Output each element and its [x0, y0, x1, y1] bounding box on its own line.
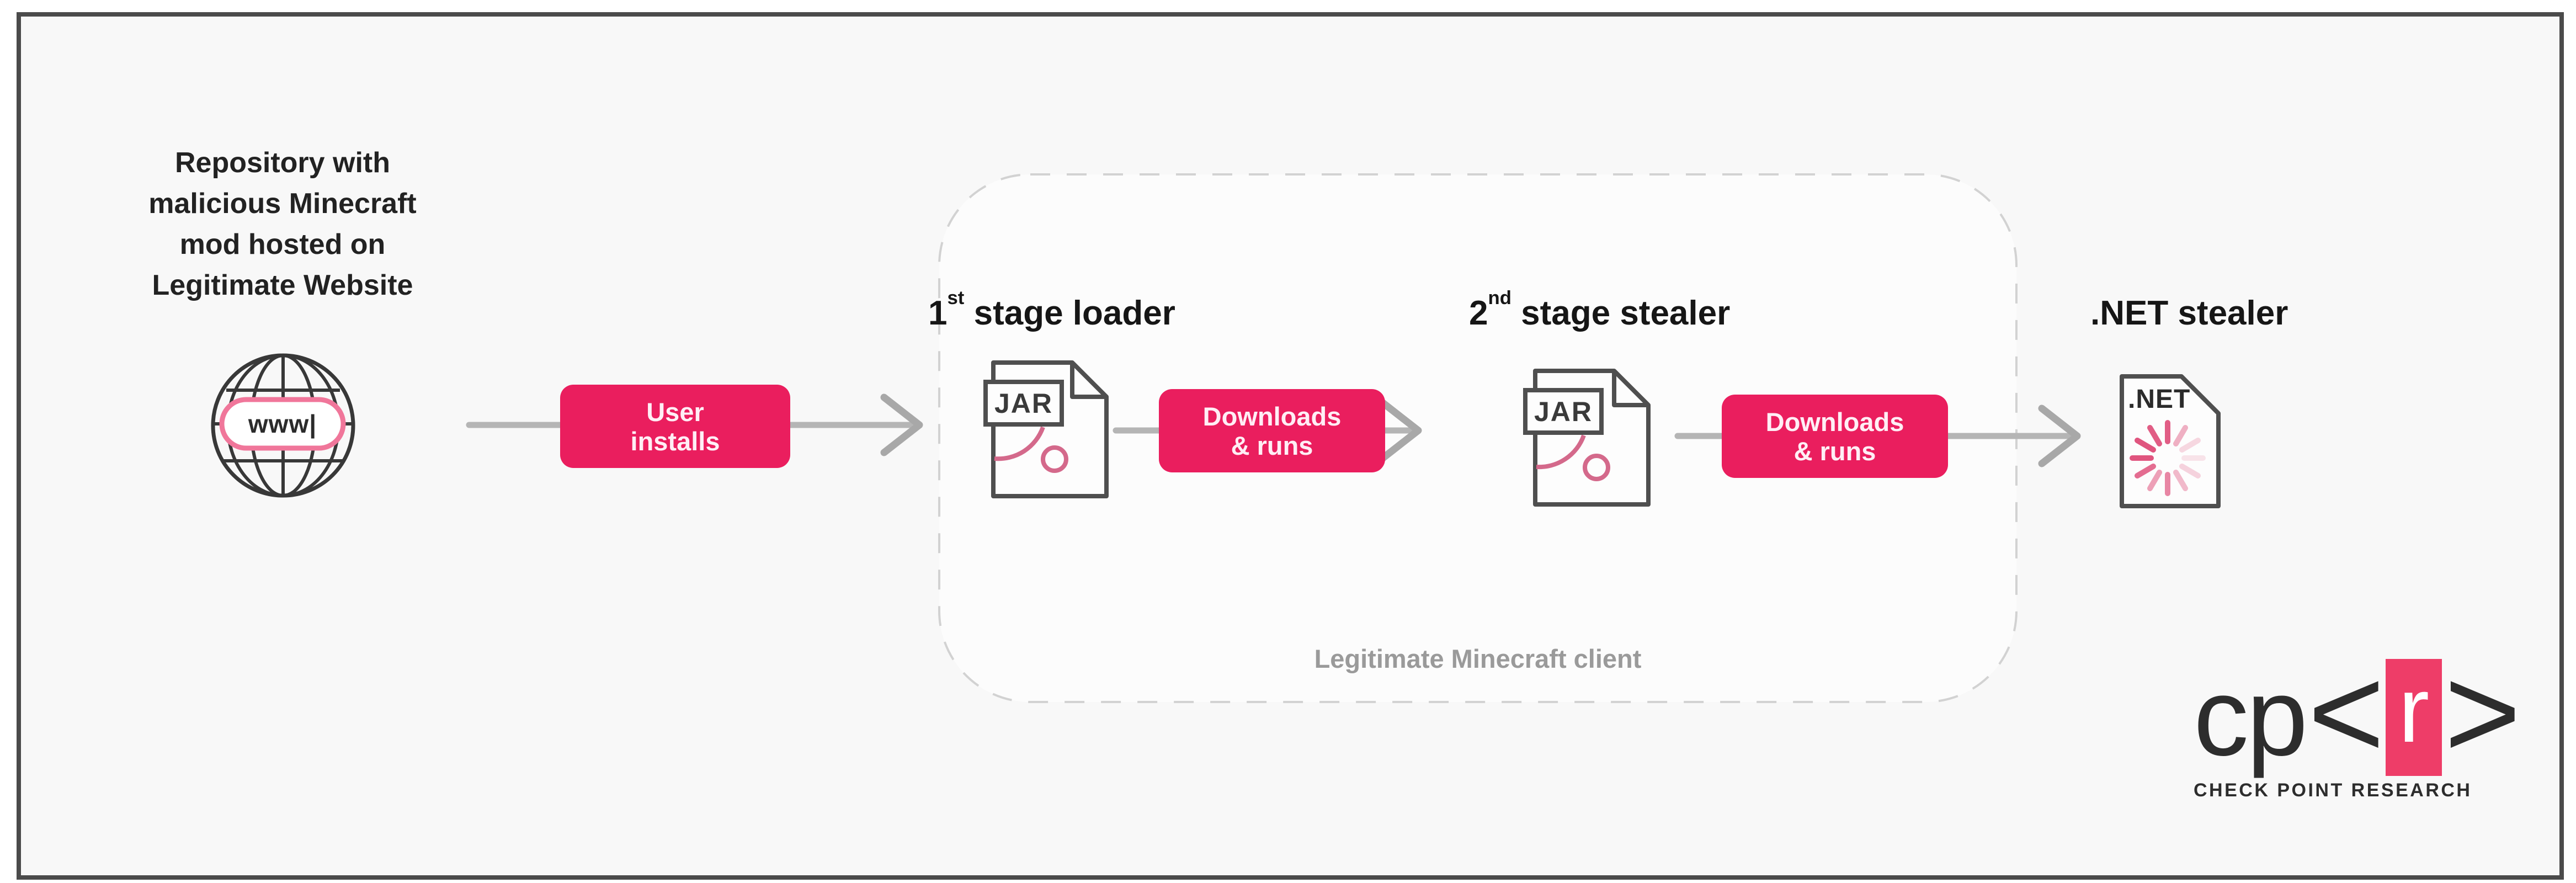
repository-label-line: Legitimate Website — [152, 269, 413, 301]
spinner-icon — [2130, 420, 2206, 496]
stage2-title-text: stage stealer — [1511, 294, 1731, 332]
repository-label-line: mod hosted on — [179, 228, 386, 260]
stage3-title: .NET stealer — [2090, 294, 2288, 333]
dotnet-file-label: .NET — [2128, 385, 2191, 414]
stage2-title: 2nd stage stealer — [1469, 288, 1731, 333]
stage1-title-ordinal: st — [947, 287, 965, 308]
cpr-logo-r-box: r — [2386, 657, 2442, 776]
cpr-logo-left-angle: < — [2308, 639, 2385, 786]
stage3-title-text: .NET stealer — [2090, 294, 2288, 332]
downloads-runs-pill-2: Downloads & runs — [1722, 395, 1948, 478]
jar-file-label-1: JAR — [983, 380, 1064, 427]
stage1-title: 1st stage loader — [928, 288, 1175, 333]
check-point-research-logo: cp < r > CHECK POINT RESEARCH — [2194, 647, 2521, 801]
downloads-runs-1-line1: Downloads — [1202, 401, 1342, 431]
downloads-runs-1-line2: & runs — [1231, 430, 1313, 460]
cpr-logo-subtext: CHECK POINT RESEARCH — [2194, 780, 2472, 801]
stage2-title-ordinal: nd — [1488, 287, 1511, 308]
globe-www-icon — [211, 353, 355, 498]
downloads-runs-2-line1: Downloads — [1765, 407, 1904, 437]
stage1-title-num: 1 — [928, 294, 948, 332]
repository-label-line: Repository with — [174, 147, 391, 179]
jar-file-label-2: JAR — [1523, 388, 1604, 435]
minecraft-client-caption: Legitimate Minecraft client — [1314, 644, 1642, 673]
stage2-title-num: 2 — [1469, 294, 1488, 332]
user-installs-line2: installs — [630, 426, 720, 456]
user-installs-line1: User — [646, 397, 704, 427]
cpr-logo-cp: cp — [2194, 655, 2308, 779]
stage1-title-text: stage loader — [964, 294, 1175, 332]
globe-url-text: www| — [248, 409, 317, 438]
cpr-logo-right-angle: > — [2444, 639, 2521, 786]
downloads-runs-2-line2: & runs — [1793, 436, 1876, 466]
downloads-runs-pill-1: Downloads & runs — [1159, 389, 1385, 472]
cpr-logo-r: r — [2398, 657, 2430, 762]
cpr-logo-row: cp < r > — [2194, 647, 2521, 779]
repository-label-line: malicious Minecraft — [148, 188, 417, 220]
user-installs-pill: User installs — [560, 385, 790, 468]
repository-label: Repository with malicious Minecraft mod … — [100, 142, 465, 306]
